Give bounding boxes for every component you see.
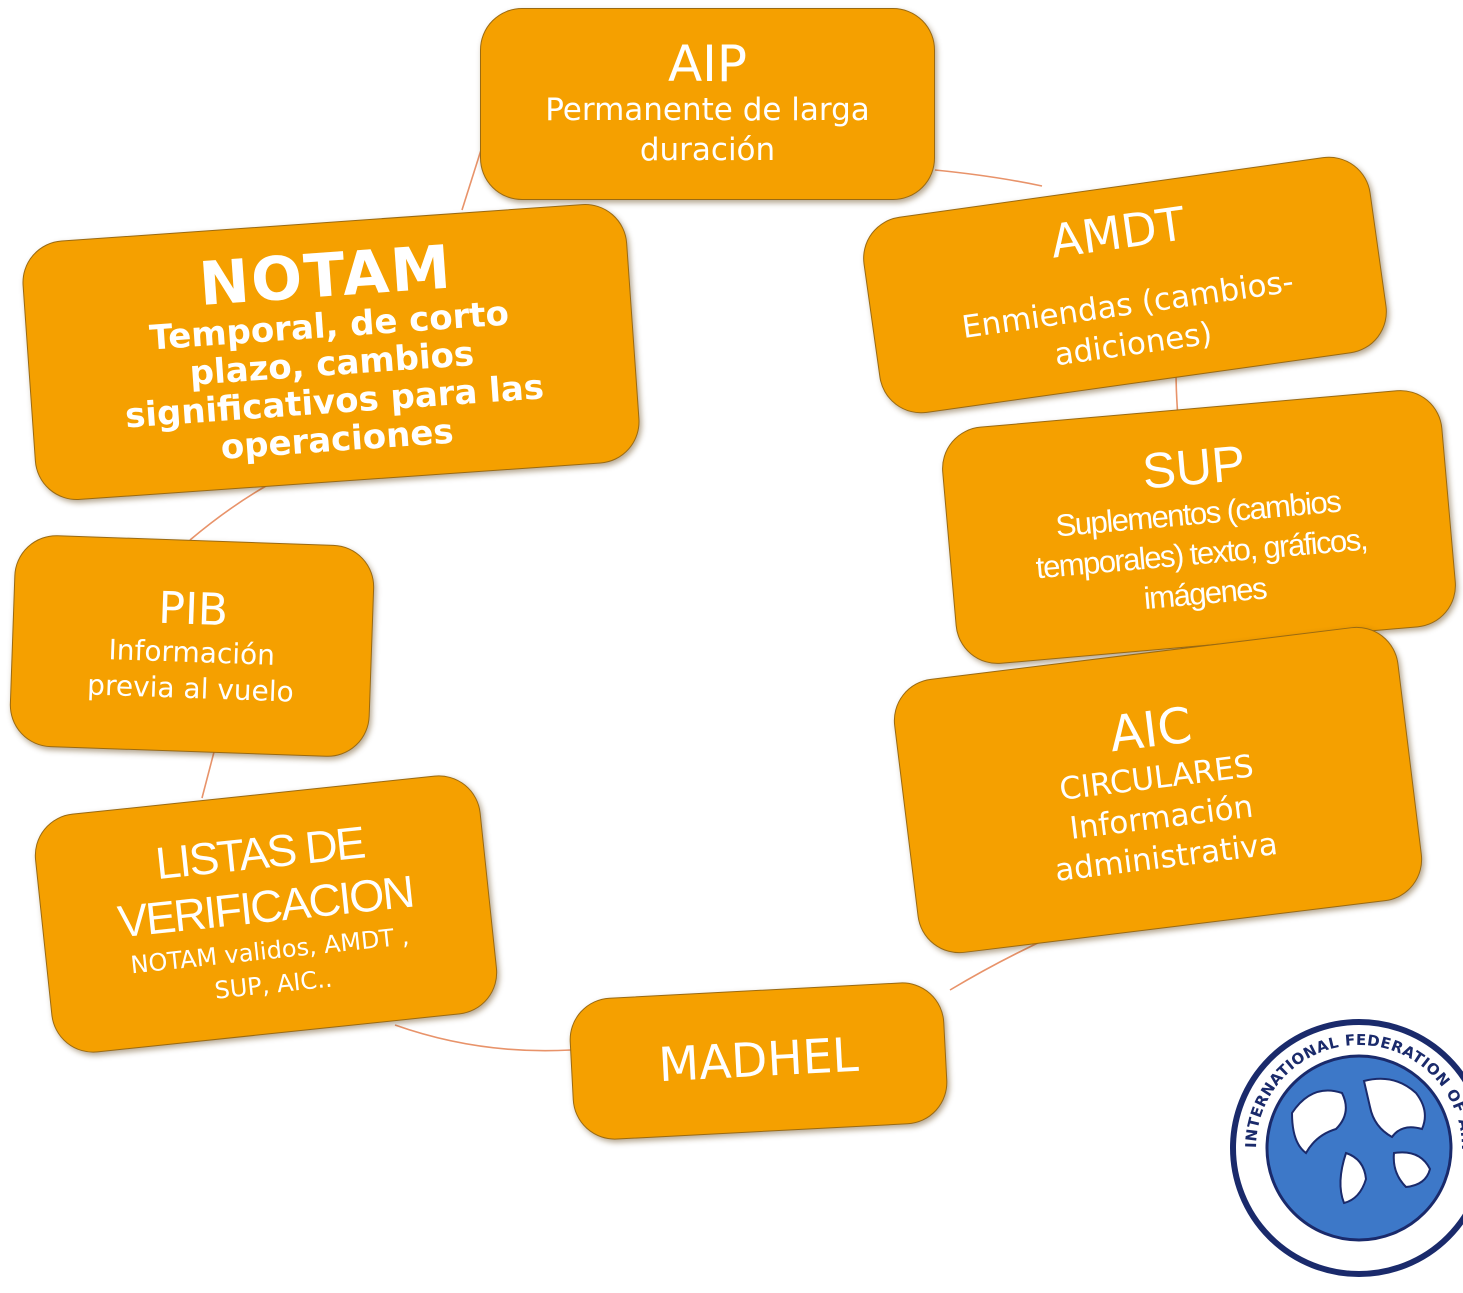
connector-notam-aip: [461, 149, 482, 211]
aip-title: AIP: [667, 35, 748, 93]
connector-pib-notam: [189, 485, 267, 541]
connector-listas-pib: [201, 751, 215, 799]
node-notam: NOTAM Temporal, de corto plazo, cambios …: [19, 201, 643, 503]
node-madhel: MADHEL: [567, 980, 950, 1142]
pib-title: PIB: [157, 582, 229, 637]
node-sup: SUP Suplementos (cambios temporales) tex…: [938, 386, 1460, 668]
amdt-title: AMDT: [1047, 196, 1189, 269]
connector-aip-amdt: [934, 169, 1043, 187]
aic-title: AIC: [1106, 696, 1195, 764]
madhel-title: MADHEL: [657, 1027, 860, 1094]
aip-description: Permanente de larga duración: [545, 92, 870, 168]
notam-description: Temporal, de corto plazo, cambios signif…: [123, 293, 546, 468]
aic-description: CIRCULARES Información administrativa: [1052, 748, 1280, 890]
node-listas-de-verificacion: LISTAS DE VERIFICACION NOTAM validos, AM…: [30, 771, 502, 1057]
ifald-logo-icon: INTERNATIONAL FEDERATION OF AIRLINE DISP…: [1214, 1003, 1463, 1277]
sup-description: Suplementos (cambios temporales) texto, …: [1034, 483, 1369, 617]
pib-description: Información previa al vuelo: [86, 633, 295, 709]
node-aip: AIP Permanente de larga duración: [480, 8, 935, 200]
sup-title: SUP: [1140, 434, 1248, 500]
node-pib: PIB Información previa al vuelo: [8, 533, 376, 759]
connector-madhel-listas: [394, 1024, 572, 1052]
